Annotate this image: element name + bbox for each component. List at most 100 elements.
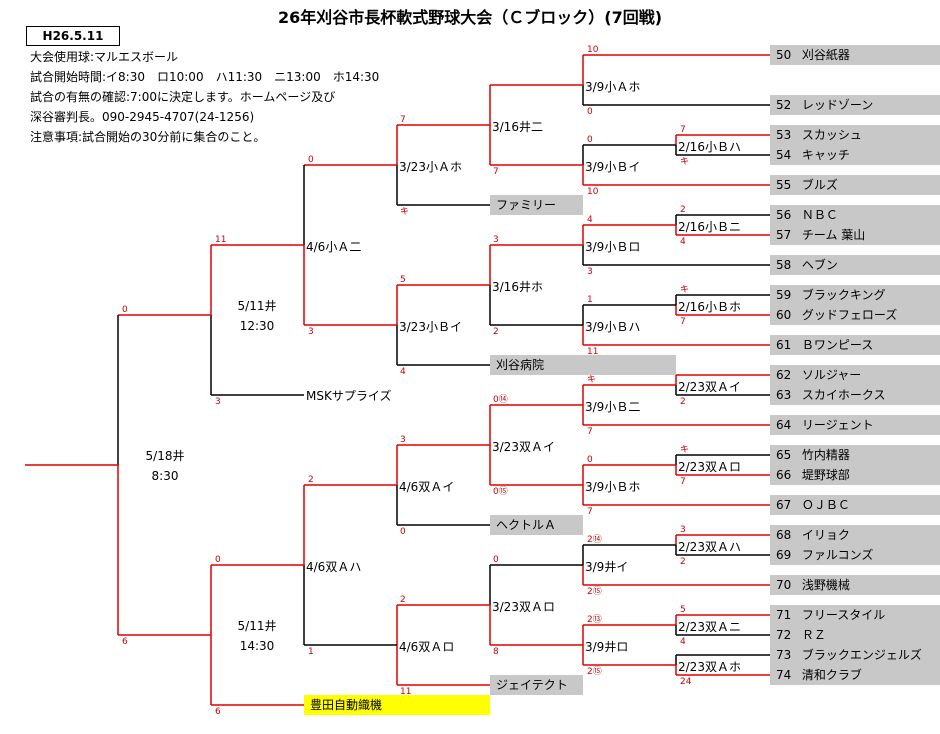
score: 3: [680, 525, 686, 535]
team-msk: MSKサプライズ: [306, 389, 392, 403]
info-line-confirm: 試合の有無の確認:7:00に決定します。ホームページ及び: [30, 90, 336, 104]
score: 7: [587, 507, 593, 517]
score: 4: [680, 637, 686, 647]
game-label: 3/9小Ｂハ: [585, 320, 641, 334]
game-label: 2/23双Ａホ: [678, 660, 741, 674]
score: 10: [587, 187, 599, 197]
game-label: 3/9小Ｂ二: [585, 400, 641, 414]
team-hector: ヘクトルＡ: [490, 515, 583, 535]
score: 2⑭: [587, 535, 602, 545]
game-label: 2/16小Ｂハ: [678, 140, 741, 154]
team-54: 54 キャッチ: [770, 145, 940, 165]
score: 8: [493, 647, 499, 657]
score: 10: [587, 45, 599, 55]
game-label: 3/9小Ｂロ: [585, 240, 641, 254]
final-date: 5/18井: [145, 449, 185, 463]
score: 5: [400, 275, 406, 285]
team-64: 64 リージェント: [770, 415, 940, 435]
score: 11: [215, 235, 227, 245]
team-74: 74 清和クラブ: [770, 665, 940, 685]
score: 2⑮: [587, 587, 602, 597]
score: 3: [215, 397, 221, 407]
score: 0: [493, 555, 499, 565]
score: 3: [400, 435, 406, 445]
semifinal-2-time: 14:30: [239, 639, 275, 653]
score: 7: [680, 125, 686, 135]
score: 7: [400, 115, 406, 125]
score: 4: [400, 367, 406, 377]
score: 7: [680, 477, 686, 487]
game-label: 3/9井ロ: [585, 640, 629, 654]
score: 11: [587, 347, 599, 357]
game-label: 2/16小Ｂホ: [678, 300, 741, 314]
score: 5: [680, 605, 686, 615]
score: 2⑬: [587, 615, 602, 625]
team-52: 52 レッドゾーン: [770, 95, 940, 115]
team-70: 70 浅野機械: [770, 575, 940, 595]
score: 3: [493, 235, 499, 245]
score: 2: [400, 595, 406, 605]
team-55: 55 ブルズ: [770, 175, 940, 195]
info-line-notes: 注意事項:試合開始の30分前に集合のこと。: [30, 130, 266, 144]
score: 1: [587, 295, 593, 305]
score: キ: [680, 445, 690, 455]
game-label: 2/16小Ｂニ: [678, 220, 741, 234]
semifinal-1-time: 12:30: [239, 319, 275, 333]
score: 0: [308, 155, 314, 165]
score: 2: [680, 557, 686, 567]
score: 0⑭: [493, 395, 508, 405]
score: 1: [308, 647, 314, 657]
game-label: 2/23双Ａハ: [678, 540, 741, 554]
game-label: 3/23小Ａホ: [399, 160, 462, 174]
game-label: 2/23双Ａロ: [678, 460, 741, 474]
team-69: 69 ファルコンズ: [770, 545, 940, 565]
team-50: 50 刈谷紙器: [770, 45, 940, 65]
game-label: 2/23双Ａイ: [678, 380, 741, 394]
info-line-times: 試合開始時間:イ8:30 ロ10:00 ハ11:30 ニ13:00 ホ14:30: [30, 70, 380, 84]
score: キ: [680, 157, 690, 167]
semifinal-1-date: 5/11井: [237, 299, 277, 313]
score: 0: [400, 527, 406, 537]
info-line-ball: 大会使用球:マルエスボール: [30, 50, 179, 64]
team-59: 59 ブラックキング: [770, 285, 940, 305]
team-63: 63 スカイホークス: [770, 385, 940, 405]
team-67: 67 ＯＪＢＣ: [770, 495, 940, 515]
score: 0⑮: [493, 487, 508, 497]
score: キ: [680, 285, 690, 295]
team-58: 58 ヘブン: [770, 255, 940, 275]
game-label: 3/16井二: [492, 120, 543, 134]
page-title: 26年刈谷市長杯軟式野球大会（Ｃブロック）(7回戦): [277, 8, 663, 27]
score: 11: [400, 687, 412, 697]
score: 0: [587, 455, 593, 465]
game-label: 3/23小Ｂイ: [399, 320, 462, 334]
score: 7: [680, 317, 686, 327]
team-62: 62 ソルジャー: [770, 365, 940, 385]
game-label: 3/9小Ａホ: [585, 80, 641, 94]
score: 0: [215, 555, 221, 565]
team-60: 60 グッドフェローズ: [770, 305, 940, 325]
game-label: 2/23双Ａニ: [678, 620, 741, 634]
team-61: 61 Ｂワンピース: [770, 335, 940, 355]
score: 4: [680, 237, 686, 247]
team-toyoda: 豊田自動織機: [304, 695, 490, 715]
semifinal-2-date: 5/11井: [237, 619, 277, 633]
team-kariya-hospital: 刈谷病院: [490, 355, 676, 375]
score: 0: [122, 305, 128, 315]
info-line-umpire: 深谷審判長。090-2945-4707(24-1256): [30, 110, 255, 124]
game-label: 4/6双Ａイ: [399, 480, 455, 494]
final-time: 8:30: [151, 469, 179, 483]
game-label: 3/23双Ａイ: [492, 440, 555, 454]
score: 2⑮: [587, 667, 602, 677]
score: キ: [400, 207, 410, 217]
score: 24: [680, 677, 692, 687]
score: 2: [680, 205, 686, 215]
team-family: ファミリー: [490, 195, 583, 215]
score: 7: [587, 427, 593, 437]
team-jtekt: ジェイテクト: [490, 675, 583, 695]
game-label: 4/6小Ａ二: [306, 240, 362, 254]
score: 0: [587, 135, 593, 145]
game-label: 4/6双Ａロ: [399, 640, 455, 654]
score: 2: [680, 397, 686, 407]
score: キ: [587, 375, 597, 385]
